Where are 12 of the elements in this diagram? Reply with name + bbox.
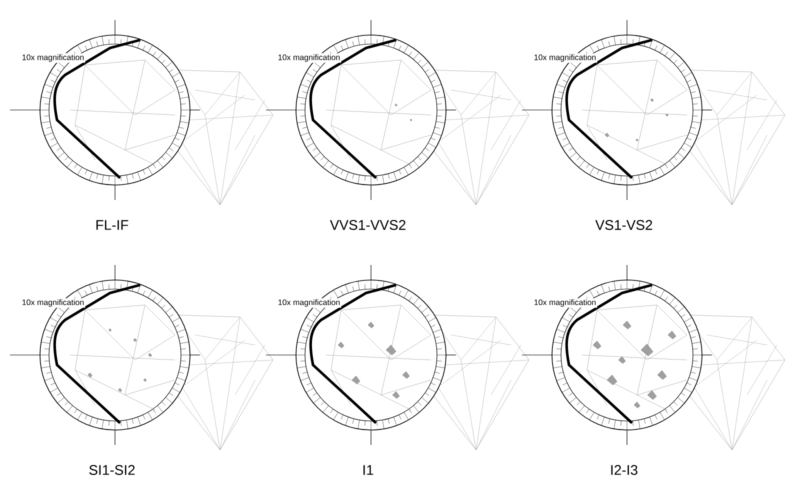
grade-label: SI1-SI2: [89, 465, 135, 475]
grade-label: VVS1-VVS2: [330, 220, 406, 230]
magnification-label: 10x magnification: [276, 298, 342, 308]
grade-label: I1: [363, 465, 374, 475]
magnification-label: 10x magnification: [532, 53, 598, 63]
magnification-label: 10x magnification: [20, 53, 86, 63]
grade-label: VS1-VS2: [595, 220, 652, 230]
grade-label: I2-I3: [611, 465, 638, 475]
magnification-label: 10x magnification: [532, 298, 598, 308]
grade-label: FL-IF: [96, 220, 128, 230]
magnification-label: 10x magnification: [20, 298, 86, 308]
magnification-label: 10x magnification: [276, 53, 342, 63]
